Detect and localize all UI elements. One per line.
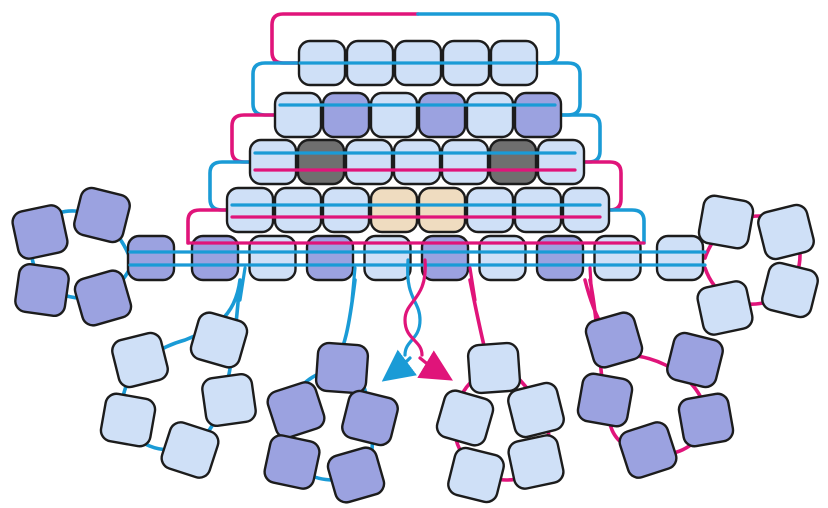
pyramid-tile-r5-c3 — [305, 234, 355, 282]
arrows-layer — [381, 349, 453, 382]
pyramid-tile-r5-c5 — [420, 234, 470, 282]
ring-5-tile-5 — [618, 421, 678, 479]
side-tile-right — [655, 234, 705, 282]
ring-6-tile-2 — [757, 203, 815, 261]
strand-blue-right-5 — [598, 208, 646, 245]
down-strand-2 — [350, 266, 357, 302]
pyramid-tile-r3-c6 — [488, 138, 538, 186]
down-strand-3 — [468, 266, 477, 302]
ring-3-tile-3 — [341, 389, 399, 447]
ring-2-tile-1 — [189, 311, 249, 369]
ring-1-tile-1 — [11, 204, 69, 260]
pyramid-tile-r5-c6 — [478, 234, 527, 282]
down-strand-4 — [588, 266, 594, 302]
strand-magenta-left-5 — [186, 208, 234, 245]
pyramid-tile-r3-c7 — [536, 138, 586, 186]
down-strand-1 — [238, 266, 247, 302]
pyramid-tile-r2-c3 — [369, 91, 419, 139]
ring-4-tile-1 — [466, 341, 522, 395]
pyramid-tile-r2-c5 — [465, 91, 515, 139]
center-strand-blue — [403, 258, 422, 357]
pyramid-tile-r3-c5 — [440, 138, 490, 186]
pyramid-tile-r4-c6 — [465, 186, 515, 234]
pyramid-tile-r3-c3 — [344, 138, 394, 186]
ring-4-tile-3 — [507, 381, 565, 439]
pyramid-tile-r2-c1 — [273, 91, 323, 139]
pyramid-tile-r2-c4 — [417, 91, 467, 139]
pyramid-tile-r5-c8 — [593, 234, 642, 282]
ring-5-tile-1 — [584, 311, 644, 369]
ring-2-tile-5 — [160, 421, 220, 479]
arrow-magenta — [417, 350, 453, 381]
ring-6-tile-4 — [761, 261, 819, 319]
pyramid-tile-r3-c4 — [392, 138, 442, 186]
ring-1-tile-2 — [73, 186, 131, 244]
pyramid-tile-r4-c7 — [513, 186, 563, 234]
pyramid-tile-r5-c1 — [190, 234, 240, 282]
ring-2-tile-2 — [111, 331, 169, 389]
ring-4-tile-5 — [507, 434, 565, 490]
pyramid-tile-r3-c2 — [296, 138, 346, 186]
arrow-blue — [381, 349, 417, 382]
pyramid-tile-r2-c6 — [513, 91, 563, 139]
pyramid-tile-r4-c3 — [321, 186, 371, 234]
strands-front-layer — [128, 61, 707, 357]
pyramid-tile-r2-c2 — [321, 91, 371, 139]
pyramid-tile-r3-c1 — [248, 138, 298, 186]
ring-3-tile-1 — [314, 341, 370, 395]
ring-5-tile-2 — [576, 372, 634, 428]
ring-3-tile-4 — [263, 434, 321, 490]
ring-4-tile-2 — [435, 389, 495, 447]
tiles-layer — [11, 39, 819, 504]
pyramid-tile-r4-c5 — [417, 186, 467, 234]
ring-5-tile-4 — [677, 392, 735, 448]
ring-1-tile-4 — [73, 269, 133, 327]
pyramid-tile-r5-c7 — [535, 234, 585, 282]
ring-6-tile-1 — [697, 194, 755, 250]
ring-5-tile-3 — [666, 331, 724, 389]
ring-2-tile-4 — [99, 392, 157, 448]
ring-6-tile-3 — [696, 280, 754, 336]
center-strand-magenta — [403, 258, 427, 357]
pyramid-tile-r4-c4 — [369, 186, 419, 234]
pyramid-tile-r5-c2 — [248, 234, 297, 282]
pyramid-tile-r4-c8 — [561, 186, 611, 234]
pyramid-tile-r5-c4 — [363, 234, 412, 282]
ring-3-tile-5 — [326, 446, 386, 504]
pyramid-tile-r4-c1 — [225, 186, 275, 234]
pyramid-tile-r4-c2 — [273, 186, 323, 234]
ring-4-tile-4 — [447, 446, 505, 504]
ring-3-tile-2 — [266, 381, 326, 439]
side-tile-left — [126, 234, 176, 282]
ring-2-tile-3 — [201, 372, 257, 428]
ring-1-tile-3 — [14, 262, 70, 318]
